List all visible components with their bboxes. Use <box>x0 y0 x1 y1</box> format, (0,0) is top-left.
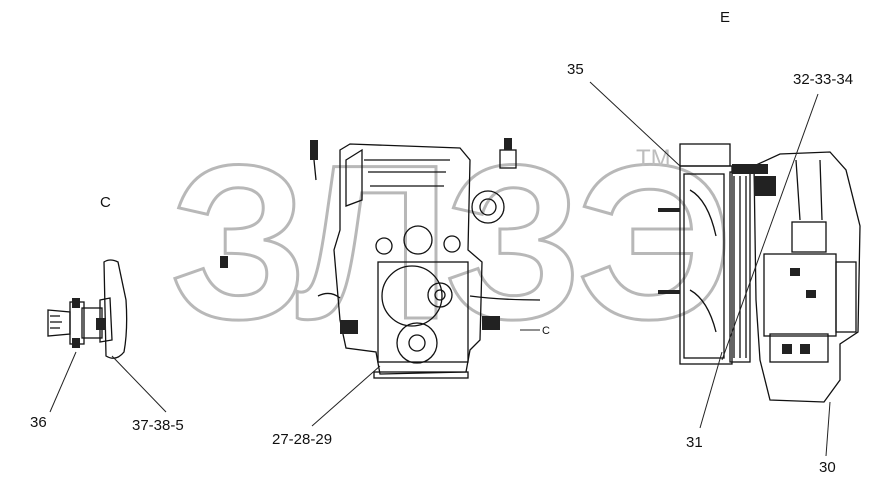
view-label-top-right: E <box>720 9 731 26</box>
callout-31: 31 <box>686 434 703 451</box>
view-label-left: C <box>100 194 111 211</box>
callout-36: 36 <box>30 414 47 431</box>
section-marker-label: C <box>542 325 550 337</box>
leader-lines <box>49 81 831 457</box>
callout-37-38-5: 37-38-5 <box>132 417 184 434</box>
watermark-trademark: TM <box>636 145 671 172</box>
callout-30: 30 <box>819 459 836 476</box>
callout-35: 35 <box>567 61 584 78</box>
left-assembly-drawing <box>47 259 128 359</box>
watermark-text: ЗЛЗЭ <box>170 119 727 365</box>
callout-27-28-29: 27-28-29 <box>272 431 333 448</box>
radiator-assembly-drawing <box>658 143 861 403</box>
callout-32-33-34: 32-33-34 <box>793 71 854 88</box>
engine-drawing <box>220 138 541 379</box>
watermark: ЗЛЗЭ TM <box>169 118 735 367</box>
